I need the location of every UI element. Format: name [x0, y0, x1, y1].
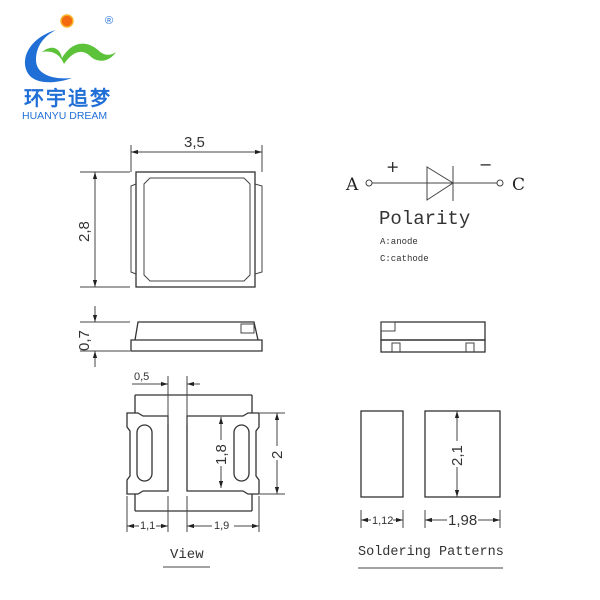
body-height-dimension: 2	[269, 451, 286, 459]
cathode-pad	[186, 412, 260, 495]
left-pad-width-dimension: 1,1	[140, 520, 155, 532]
anode-label: A:anode	[380, 237, 418, 247]
gap-dimension: 0,5	[134, 371, 149, 383]
logo-chinese-text: 环宇追梦	[24, 86, 112, 110]
logo-english-text: HUANYU DREAM	[22, 110, 107, 122]
side-view-right	[380, 321, 486, 353]
soldering-caption: Soldering Patterns	[358, 545, 504, 560]
anode-letter: A	[345, 175, 359, 195]
diode-icon	[426, 166, 454, 201]
blue-swoosh-icon	[25, 30, 72, 83]
registered-mark: ®	[105, 15, 113, 27]
thickness-dimension: 0,7	[76, 330, 93, 351]
minus-sign: −	[479, 155, 492, 174]
width-dimension: 3,5	[184, 134, 205, 151]
solder-left-width-dimension: 1,12	[372, 515, 393, 527]
solder-right-width-dimension: 1,98	[448, 512, 477, 529]
bottom-view: 0,5 1,8 2 1,1 1,9 View	[126, 371, 286, 568]
anode-pad	[126, 412, 169, 495]
soldering-patterns: 2,1 1,12 1,98 Soldering Patterns	[358, 410, 504, 569]
company-logo: ® 环宇追梦 HUANYU DREAM	[22, 14, 116, 122]
sun-icon	[60, 14, 74, 28]
green-wave-icon	[42, 43, 116, 64]
height-dimension: 2,8	[76, 221, 93, 242]
solder-pad-left	[360, 410, 404, 498]
plus-sign: +	[386, 157, 399, 176]
solder-pad-right	[424, 410, 501, 498]
side-view: 0,7	[76, 306, 263, 367]
top-view: 3,5 2,8	[76, 134, 263, 288]
polarity-diagram: A C + − Polarity A:anode C:cathode	[345, 155, 525, 264]
right-pad-width-dimension: 1,9	[214, 520, 229, 532]
cathode-letter: C	[512, 175, 525, 195]
cathode-label: C:cathode	[380, 254, 429, 264]
view-caption: View	[170, 547, 204, 563]
solder-height-dimension: 2,1	[449, 445, 466, 466]
polarity-title: Polarity	[379, 208, 470, 230]
pad-height-dimension: 1,8	[213, 444, 230, 465]
